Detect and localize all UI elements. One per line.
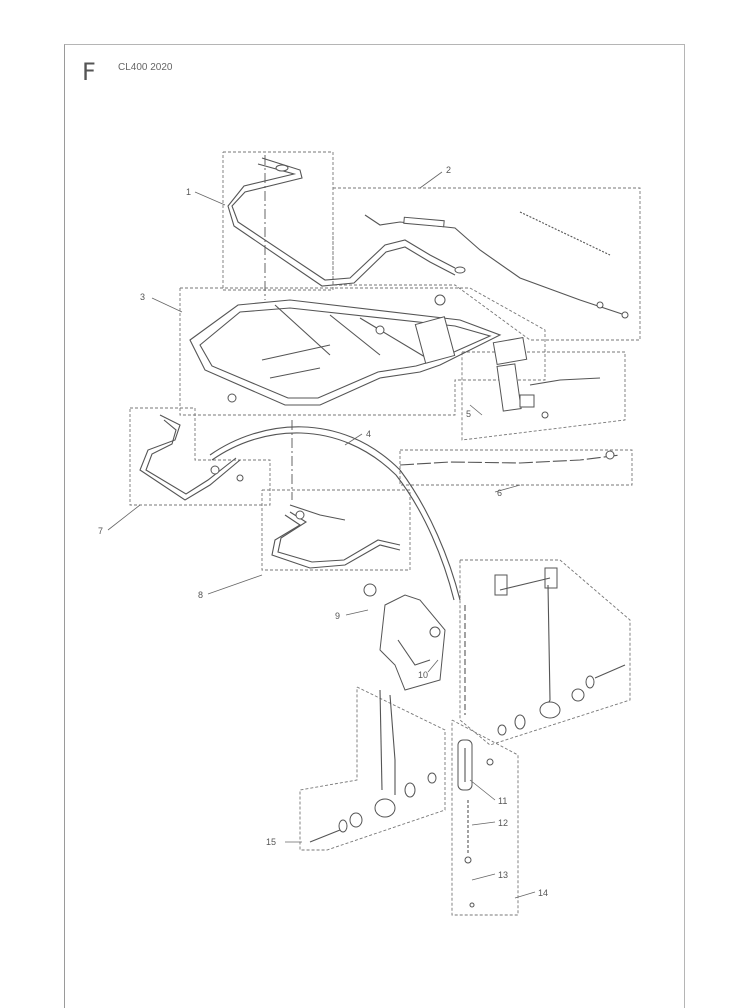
box-part-5 — [461, 351, 626, 441]
long-cable-part — [209, 426, 461, 601]
rod-part — [399, 450, 621, 466]
callout-5: 5 — [466, 409, 471, 419]
callout-1: 1 — [186, 187, 191, 197]
cable-part — [364, 211, 629, 319]
box-part-7 — [129, 407, 271, 506]
box-part-right-bracket — [459, 559, 631, 746]
box-part-15 — [299, 686, 446, 851]
callout-4: 4 — [366, 429, 371, 439]
callout-3: 3 — [140, 292, 145, 302]
handle-bar-part — [227, 157, 466, 287]
callout-9: 9 — [335, 611, 340, 621]
section-letter: F — [82, 58, 96, 86]
callout-13: 13 — [498, 870, 508, 880]
lever-block-part — [496, 363, 601, 419]
callout-15: 15 — [266, 837, 276, 847]
lower-handle-part — [271, 504, 401, 569]
box-part-14 — [451, 719, 519, 916]
box-part-8 — [261, 489, 411, 571]
document-code: CL400 2020 — [118, 62, 173, 73]
callout-labels: 1 2 3 4 5 6 7 8 9 10 11 12 13 14 15 — [98, 165, 548, 898]
callout-14: 14 — [538, 888, 548, 898]
left-bracket-part — [309, 689, 437, 843]
small-handle-part — [139, 414, 244, 501]
box-part-6 — [399, 449, 633, 486]
vertical-link-part — [457, 605, 494, 908]
callout-8: 8 — [198, 590, 203, 600]
page-frame — [64, 44, 685, 1008]
lever-arm-part — [363, 583, 446, 691]
callout-12: 12 — [498, 818, 508, 828]
callout-10: 10 — [418, 670, 428, 680]
callout-11: 11 — [498, 796, 507, 806]
long-cable-part-inner — [211, 432, 455, 601]
leader-lines — [107, 171, 536, 899]
callout-6: 6 — [497, 488, 502, 498]
callout-7: 7 — [98, 526, 103, 536]
right-bracket-part — [494, 567, 626, 736]
box-part-1 — [222, 151, 334, 291]
frame-assembly-part — [189, 294, 528, 406]
box-part-2 — [332, 187, 641, 341]
callout-2: 2 — [446, 165, 451, 175]
